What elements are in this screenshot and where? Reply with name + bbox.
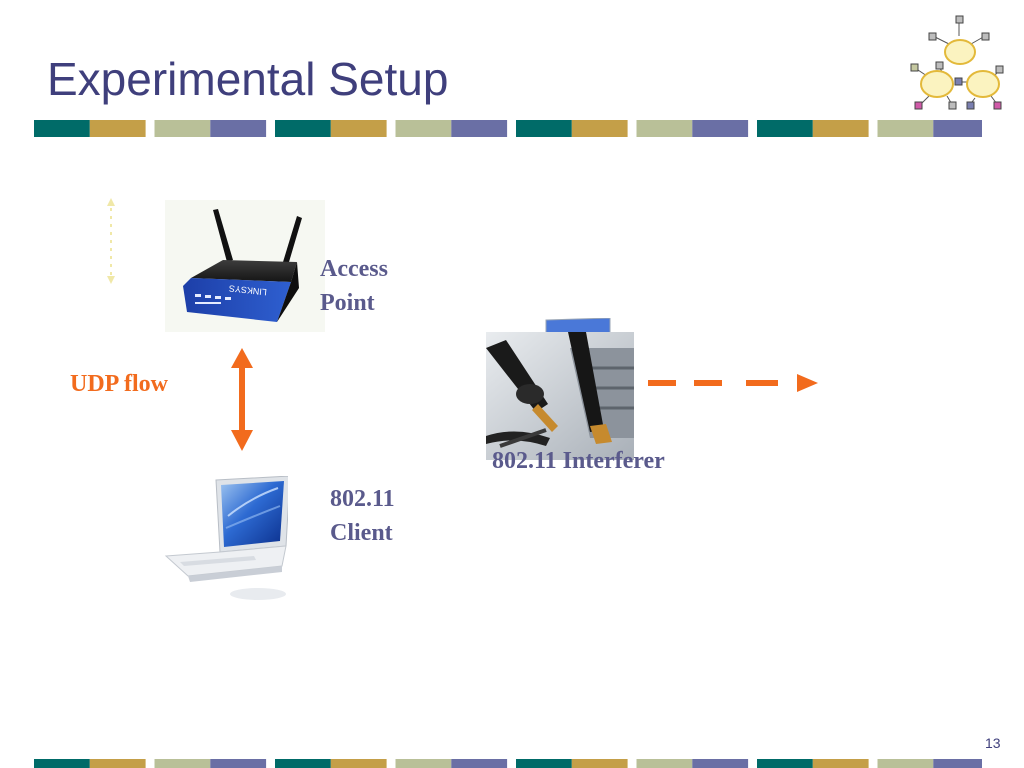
stripe-segment	[692, 120, 749, 137]
stripe-segment	[516, 759, 572, 768]
stripe-segment	[275, 759, 331, 768]
stripe-segment	[330, 759, 387, 768]
stripe-segment	[451, 759, 508, 768]
stripe-segment	[636, 120, 693, 137]
access-point-label-line1: Access	[320, 256, 388, 282]
stripe-segment	[877, 120, 934, 137]
stripe-segment	[395, 120, 452, 137]
stripe-segment	[571, 120, 628, 137]
stripe-segment	[89, 120, 146, 137]
interferer-label: 802.11 Interferer	[492, 448, 665, 474]
slide-title: Experimental Setup	[47, 53, 449, 105]
top-stripe-bar	[34, 120, 982, 137]
stripe-segment	[757, 120, 813, 137]
svg-text:LINKSYS: LINKSYS	[228, 283, 267, 297]
faint-dotted-line	[107, 198, 115, 284]
client-label: 802.11 Client	[330, 482, 395, 550]
stripe-segment	[451, 120, 508, 137]
stripe-segment	[395, 759, 452, 768]
stripe-segment	[34, 759, 90, 768]
interference-dashed-arrow	[648, 374, 818, 392]
stripe-segment	[571, 759, 628, 768]
wireless-router-icon: LINKSYS	[165, 200, 325, 332]
client-label-line2: Client	[330, 520, 393, 546]
access-point-label: Access Point	[320, 252, 388, 320]
antenna-photo-icon	[486, 318, 634, 460]
stripe-segment	[330, 120, 387, 137]
client-label-line1: 802.11	[330, 486, 395, 512]
stripe-segment	[812, 120, 869, 137]
stripe-segment	[89, 759, 146, 768]
stripe-segment	[516, 120, 572, 137]
stripe-segment	[34, 120, 90, 137]
stripe-segment	[692, 759, 749, 768]
access-point-label-line2: Point	[320, 290, 375, 316]
stripe-segment	[636, 759, 693, 768]
stripe-segment	[154, 120, 211, 137]
stripe-segment	[933, 759, 982, 768]
stripe-segment	[877, 759, 934, 768]
network-logo-icon	[910, 15, 1004, 110]
stripe-segment	[210, 120, 267, 137]
stripe-segment	[154, 759, 211, 768]
udp-flow-label: UDP flow	[70, 371, 168, 397]
udp-flow-arrow	[231, 348, 253, 451]
stripe-segment	[210, 759, 267, 768]
stripe-segment	[933, 120, 982, 137]
bottom-stripe-bar	[34, 759, 982, 768]
stripe-segment	[275, 120, 331, 137]
stripe-segment	[757, 759, 813, 768]
stripe-segment	[812, 759, 869, 768]
laptop-icon	[164, 476, 288, 600]
page-number: 13	[985, 735, 1001, 751]
